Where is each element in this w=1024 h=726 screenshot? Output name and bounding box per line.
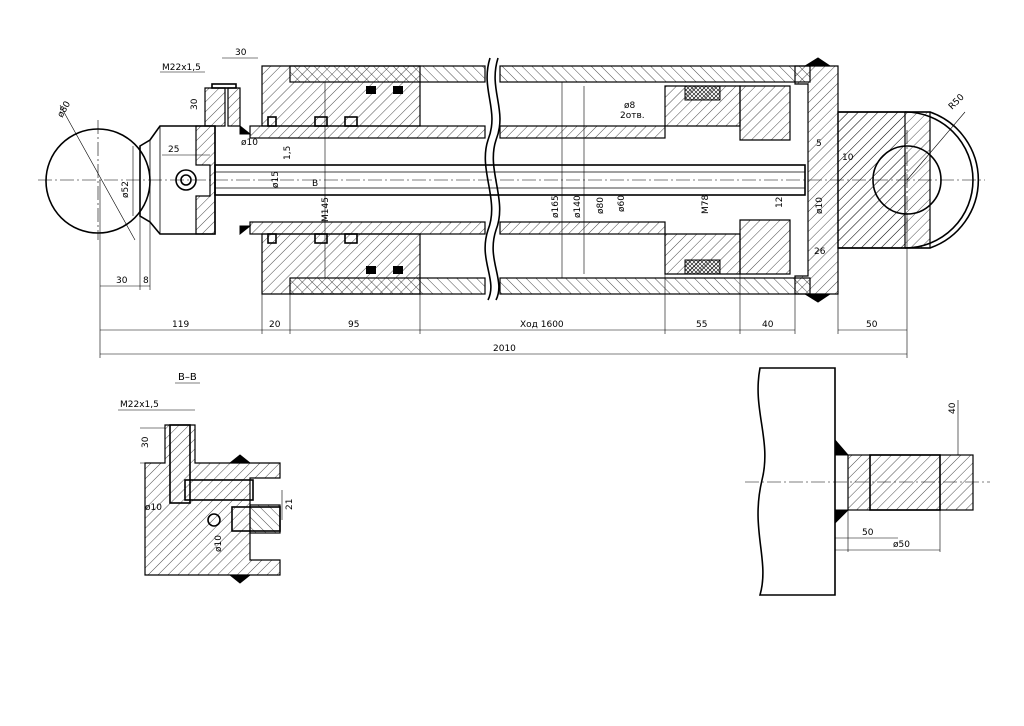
detail-plate — [757, 367, 836, 596]
section-mark-b: B — [312, 179, 318, 189]
break-line-1 — [484, 57, 493, 301]
dim-8-bottom: 8 — [143, 276, 149, 286]
dim-119: 119 — [172, 320, 189, 330]
barrel-upper — [289, 65, 486, 83]
dim-d10c: ø10 — [815, 197, 825, 214]
piston-rod-lower — [249, 221, 486, 235]
bb-dim-m22: M22x1,5 — [120, 400, 159, 410]
dim-1-5: 1,5 — [283, 146, 293, 160]
center-tube — [214, 164, 806, 196]
port-fitting-right — [227, 87, 241, 127]
port-hole — [175, 169, 197, 191]
dim-m78: M78 — [701, 195, 711, 214]
dim-d15: ø15 — [271, 171, 281, 188]
dim-20: 20 — [269, 320, 281, 330]
dim-stroke: Ход 1600 — [520, 320, 564, 330]
dim-total: 2010 — [493, 344, 516, 354]
bb-dim-21: 21 — [285, 499, 295, 510]
det-dim-40: 40 — [948, 402, 958, 414]
break-line-2 — [492, 57, 501, 301]
main-view: M22x1,5 30 30 ø80 ø52 ø10 25 1,5 ø15 B M… — [38, 48, 985, 358]
dim-30-bottom: 30 — [116, 276, 128, 286]
port-fitting-left — [204, 87, 226, 127]
dim-d140: ø140 — [573, 195, 583, 218]
dim-55: 55 — [696, 320, 707, 330]
detail-bore — [869, 454, 941, 511]
dim-d165: ø165 — [551, 195, 561, 218]
dim-m22: M22x1,5 — [162, 63, 201, 73]
dim-r50: R50 — [947, 92, 967, 112]
dim-40: 40 — [762, 320, 774, 330]
dim-d10a: ø10 — [241, 138, 258, 148]
dim-50: 50 — [866, 320, 878, 330]
dim-26: 26 — [814, 247, 826, 257]
bb-dim-d10a: ø10 — [145, 503, 162, 513]
dim-10: 10 — [842, 153, 854, 163]
dim-d8: ø8 — [624, 101, 636, 111]
detail-view: 50 ø50 40 — [745, 367, 990, 596]
dim-95: 95 — [348, 320, 359, 330]
det-dim-50: 50 — [862, 528, 874, 538]
piston-rod-upper — [249, 125, 486, 139]
barrel-lower — [289, 277, 486, 295]
dim-d80: ø80 — [56, 100, 73, 120]
dim-d60: ø60 — [617, 195, 627, 212]
dim-d52: ø52 — [121, 181, 131, 198]
dim-25: 25 — [168, 145, 179, 155]
section-bb: B–B M22x1,5 30 ø10 21 ø10 — [118, 372, 295, 584]
piston-seal-lower — [684, 259, 721, 275]
detail-lug — [847, 454, 974, 511]
rear-cap — [794, 65, 839, 295]
dim-m145: M145 — [321, 197, 331, 222]
bb-dim-30: 30 — [141, 436, 151, 448]
dim-holes: 2отв. — [620, 111, 645, 121]
bb-dim-d10b: ø10 — [214, 535, 224, 552]
dim-30-top: 30 — [235, 48, 247, 58]
section-title: B–B — [178, 372, 197, 383]
dim-30-side: 30 — [190, 98, 200, 110]
dim-d80b: ø80 — [596, 197, 606, 214]
rod-end-section — [195, 125, 216, 235]
piston-seal-upper — [684, 85, 721, 101]
dim-5: 5 — [816, 139, 822, 149]
det-dim-d50: ø50 — [893, 540, 910, 550]
bb-port — [169, 424, 191, 504]
dim-12: 12 — [775, 197, 785, 208]
